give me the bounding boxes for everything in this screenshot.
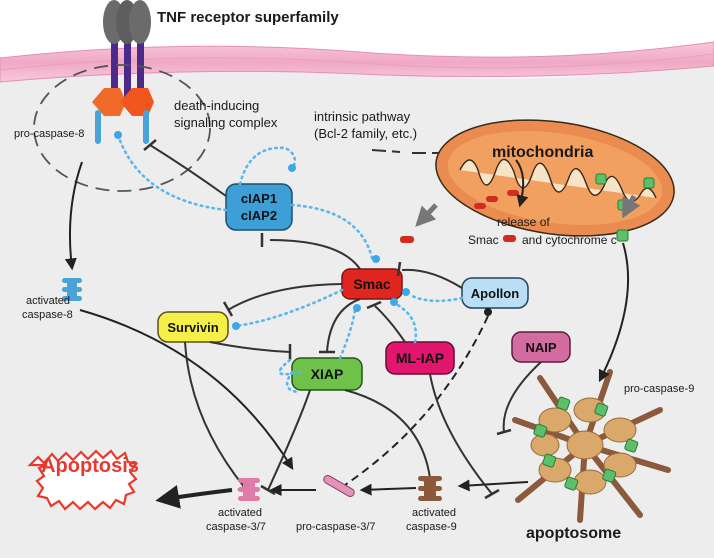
activated-caspase-37-label-2: caspase-3/7 (206, 521, 266, 533)
activated-caspase-9-icon (418, 476, 442, 501)
naip-label: NAIP (525, 340, 556, 355)
activated-caspase-8-label-2: caspase-8 (22, 309, 73, 321)
smac-node: Smac (341, 268, 403, 300)
intrinsic-label-2: (Bcl-2 family, etc.) (314, 126, 417, 141)
activated-caspase-9-label-1: activated (412, 507, 456, 519)
ciap-node: cIAP1 cIAP2 (225, 183, 293, 231)
cell-membrane (0, 41, 714, 83)
xiap-label: XIAP (311, 366, 344, 382)
release-smac-label: Smac (468, 233, 499, 247)
apoptosome-icon (512, 369, 671, 523)
activated-caspase-9-label-2: caspase-9 (406, 521, 457, 533)
survivin-label: Survivin (167, 320, 218, 335)
ml-iap-node: ML-IAP (385, 341, 455, 375)
released-cytochrome-c-icon (616, 229, 629, 242)
pro-caspase-37-label: pro-caspase-3/7 (296, 521, 376, 533)
activated-caspase-8-label-1: activated (26, 295, 70, 307)
naip-node: NAIP (511, 331, 571, 363)
activated-caspase-37-icon (238, 478, 260, 501)
pro-caspase-9-label: pro-caspase-9 (624, 383, 694, 395)
pro-caspase-8-icon (95, 110, 149, 144)
apoptosis-label: Apoptosis (41, 455, 139, 477)
activated-caspase-37-label-1: activated (218, 507, 262, 519)
xiap-node: XIAP (291, 357, 363, 391)
apoptosome-label: apoptosome (526, 525, 621, 542)
intrinsic-label-1: intrinsic pathway (314, 109, 411, 124)
disc-label-1: death-inducing (174, 98, 259, 113)
disc-label-2: signaling complex (174, 115, 278, 130)
pro-caspase-8-label: pro-caspase-8 (14, 128, 84, 140)
apollon-label: Apollon (471, 286, 519, 301)
ciap1-label: cIAP1 (241, 191, 277, 206)
mitochondria-icon (435, 119, 675, 237)
tnf-title: TNF receptor superfamily (157, 9, 339, 26)
ml-iap-label: ML-IAP (396, 350, 444, 366)
smac-protein-icon (503, 235, 516, 242)
smac-label: Smac (353, 276, 391, 292)
apollon-node: Apollon (461, 277, 529, 309)
pro-caspase-37-icon (323, 475, 355, 497)
activated-caspase-8-icon (62, 278, 82, 301)
release-label-1: release of (497, 215, 550, 229)
ciap2-label: cIAP2 (241, 208, 277, 223)
apoptosis-burst (27, 449, 138, 511)
survivin-node: Survivin (157, 311, 229, 343)
tnf-receptor-icon (92, 0, 154, 116)
released-smac-icon (400, 236, 414, 243)
disc-outline (33, 64, 211, 192)
mitochondria-label: mitochondria (492, 144, 593, 161)
release-label-2: and cytochrome c (522, 233, 617, 247)
